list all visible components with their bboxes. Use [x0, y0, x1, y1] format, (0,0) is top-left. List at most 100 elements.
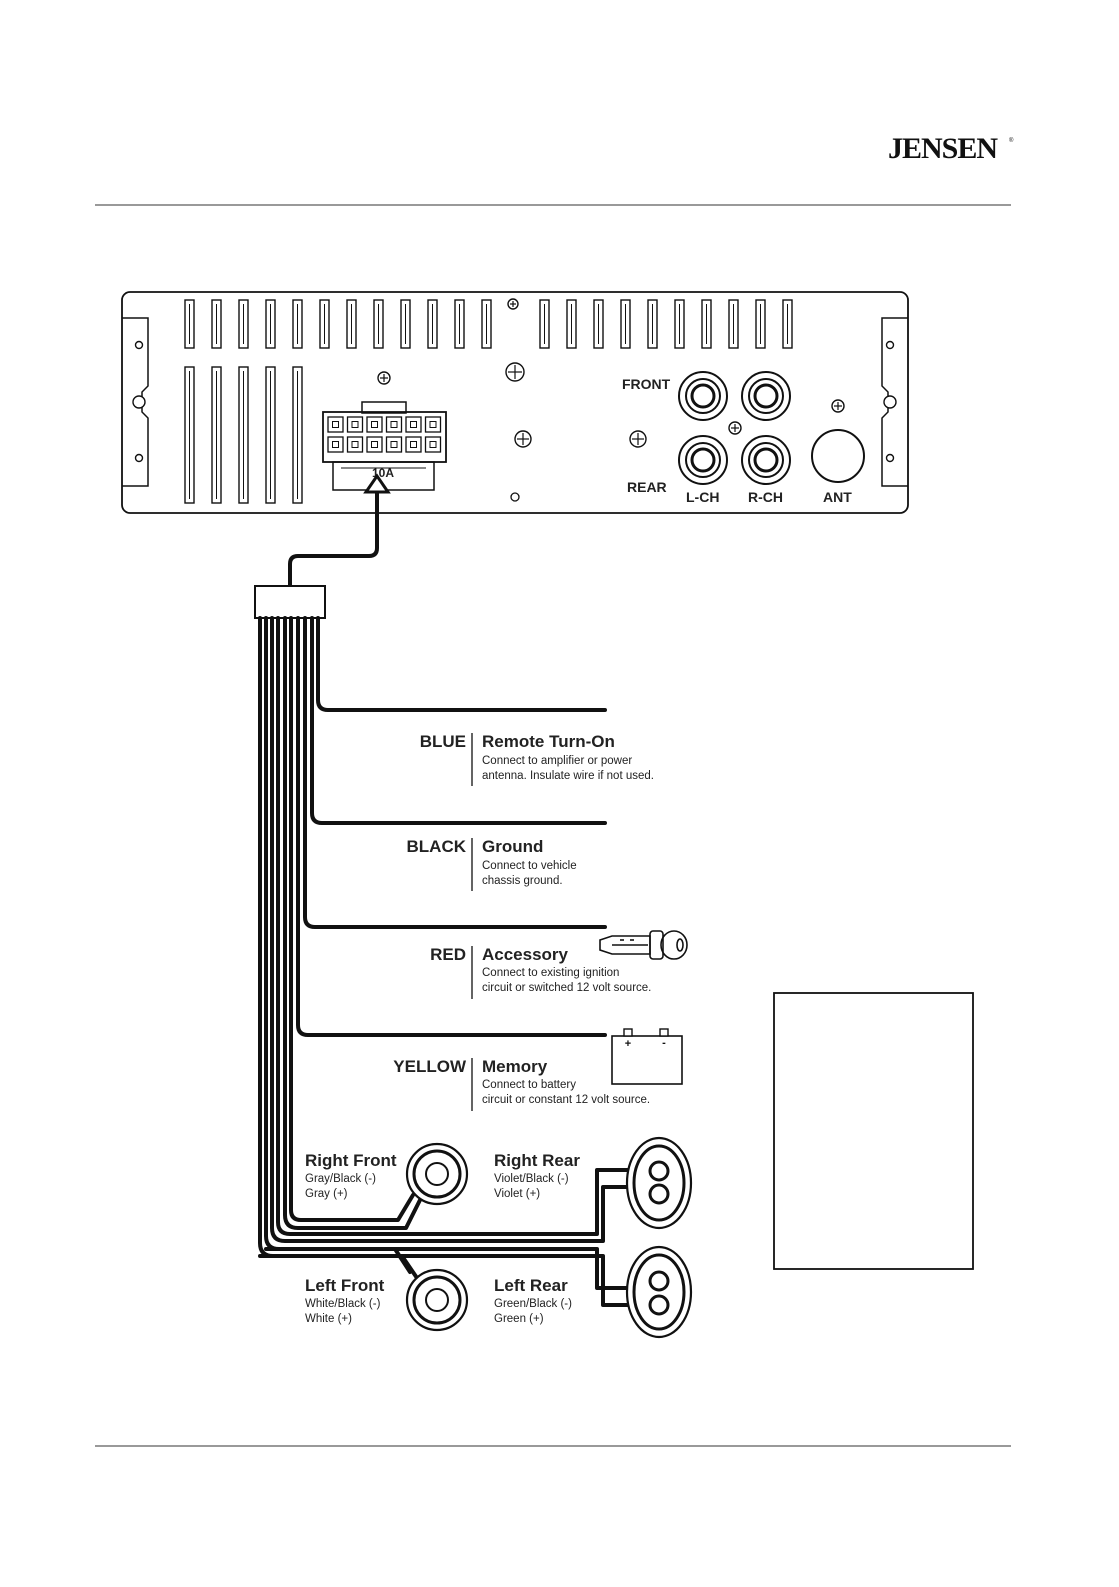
ignition-key-icon [599, 930, 688, 960]
wire-desc-2: antenna. Insulate wire if not used. [482, 770, 654, 782]
pin-contact [351, 441, 359, 448]
pin-contact [351, 421, 359, 428]
battery-plus: + [625, 1038, 631, 1050]
top-vent-slots [184, 299, 793, 349]
red-wire-label: RED Accessory Connect to existing igniti… [430, 945, 651, 999]
pin-contact [429, 441, 437, 448]
right-rear-label: Right Rear Violet/Black (-) Violet (+) [494, 1151, 580, 1200]
brand-logo: JENSEN [888, 132, 998, 165]
header: JENSEN ® [95, 132, 1014, 206]
ant-label: ANT [823, 489, 852, 505]
right-rear-speaker-icon [625, 1136, 693, 1230]
left-rear-label: Left Rear Green/Black (-) Green (+) [494, 1276, 572, 1325]
right-front-speaker-icon [405, 1142, 469, 1206]
chassis-outline [121, 291, 909, 514]
battery-icon: + - [611, 1028, 683, 1085]
speaker-neg: Green/Black (-) [494, 1298, 572, 1310]
lch-label: L-CH [686, 489, 719, 505]
bracket-holes [132, 340, 897, 463]
black-wire-label: BLACK Ground Connect to vehicle chassis … [407, 837, 577, 891]
pin-contact [390, 441, 398, 448]
antenna-jack: ANT [811, 429, 865, 505]
speaker-neg: White/Black (-) [305, 1298, 381, 1310]
mount-hole [134, 453, 144, 463]
connector-pins [327, 416, 442, 453]
registered-mark: ® [1009, 137, 1014, 144]
wire-function: Memory [482, 1057, 548, 1076]
yellow-wire [296, 616, 607, 1037]
speaker-pos: Violet (+) [494, 1188, 540, 1200]
rch-label: R-CH [748, 489, 783, 505]
rca-rear-left-jack [678, 435, 728, 485]
wire-color: BLACK [407, 837, 467, 856]
speaker-title: Left Front [305, 1276, 385, 1295]
harness-wires [258, 616, 630, 1307]
pin-contact [410, 441, 417, 448]
left-front-speaker-icon [405, 1268, 469, 1332]
mount-hole [883, 395, 897, 409]
right-front-label: Right Front Gray/Black (-) Gray (+) [305, 1151, 397, 1200]
right-rear-wire-b [270, 616, 630, 1243]
yellow-wire-label: YELLOW Memory Connect to battery circuit… [393, 1057, 650, 1111]
right-front-wire-a [289, 616, 415, 1222]
blue-wire [316, 616, 607, 712]
left-front-label: Left Front White/Black (-) White (+) [305, 1276, 385, 1325]
wire-function: Accessory [482, 945, 569, 964]
speaker-pos: Gray (+) [305, 1188, 348, 1200]
red-wire [303, 616, 607, 929]
pin-contact [390, 421, 398, 428]
mount-hole [132, 395, 146, 409]
wire-desc-1: Connect to vehicle [482, 860, 577, 872]
mount-hole [885, 453, 895, 463]
wire-function: Ground [482, 837, 543, 856]
mount-hole [885, 340, 895, 350]
pin-contact [371, 421, 378, 428]
side-vent-slots [184, 366, 303, 504]
wire-desc-1: Connect to existing ignition [482, 967, 619, 979]
rca-outputs: FRONT REAR L-CH R-CH [622, 371, 791, 505]
right-front-wire-b [283, 616, 422, 1230]
pin-contact [332, 441, 339, 448]
wire-desc-1: Connect to amplifier or power [482, 755, 632, 767]
battery-minus: - [662, 1037, 666, 1049]
speaker-pos: White (+) [305, 1313, 352, 1325]
speaker-pos: Green (+) [494, 1313, 544, 1325]
wire-desc-2: circuit or switched 12 volt source. [482, 982, 651, 994]
wire-function: Remote Turn-On [482, 732, 615, 751]
wire-desc-1: Connect to battery [482, 1079, 576, 1091]
arrow-icon [363, 473, 391, 494]
screws [377, 298, 845, 448]
right-rear-wire-a [276, 616, 630, 1236]
small-hole [510, 492, 520, 502]
left-rear-wire-a [264, 1247, 630, 1290]
harness-plug [254, 585, 326, 619]
black-wire [310, 616, 607, 825]
empty-box [773, 992, 974, 1270]
pin-contact [429, 421, 437, 428]
rca-front-left-jack [678, 371, 728, 421]
wire-color: RED [430, 945, 466, 964]
speaker-neg: Violet/Black (-) [494, 1173, 569, 1185]
pin-contact [332, 421, 339, 428]
wire-desc-2: chassis ground. [482, 875, 563, 887]
wire-labels: BLUE Remote Turn-On Connect to amplifier… [393, 732, 654, 1111]
speaker-neg: Gray/Black (-) [305, 1173, 376, 1185]
speaker-title: Right Rear [494, 1151, 580, 1170]
speaker-title: Left Rear [494, 1276, 568, 1295]
mount-hole [134, 340, 144, 350]
pin-contact [371, 441, 378, 448]
rear-label: REAR [627, 479, 667, 495]
rca-front-right-jack [741, 371, 791, 421]
front-label: FRONT [622, 376, 671, 392]
harness-connector-socket: 10A [322, 401, 447, 491]
speaker-title: Right Front [305, 1151, 397, 1170]
head-unit-rear-panel: 10A FRONT [121, 291, 909, 514]
wire-color: BLUE [420, 732, 466, 751]
wire-color: YELLOW [393, 1057, 467, 1076]
left-rear-speaker-icon [625, 1245, 693, 1339]
wire-desc-2: circuit or constant 12 volt source. [482, 1094, 650, 1106]
blue-wire-label: BLUE Remote Turn-On Connect to amplifier… [420, 732, 654, 786]
left-rear-wire-b [258, 1254, 630, 1307]
rca-rear-right-jack [741, 435, 791, 485]
